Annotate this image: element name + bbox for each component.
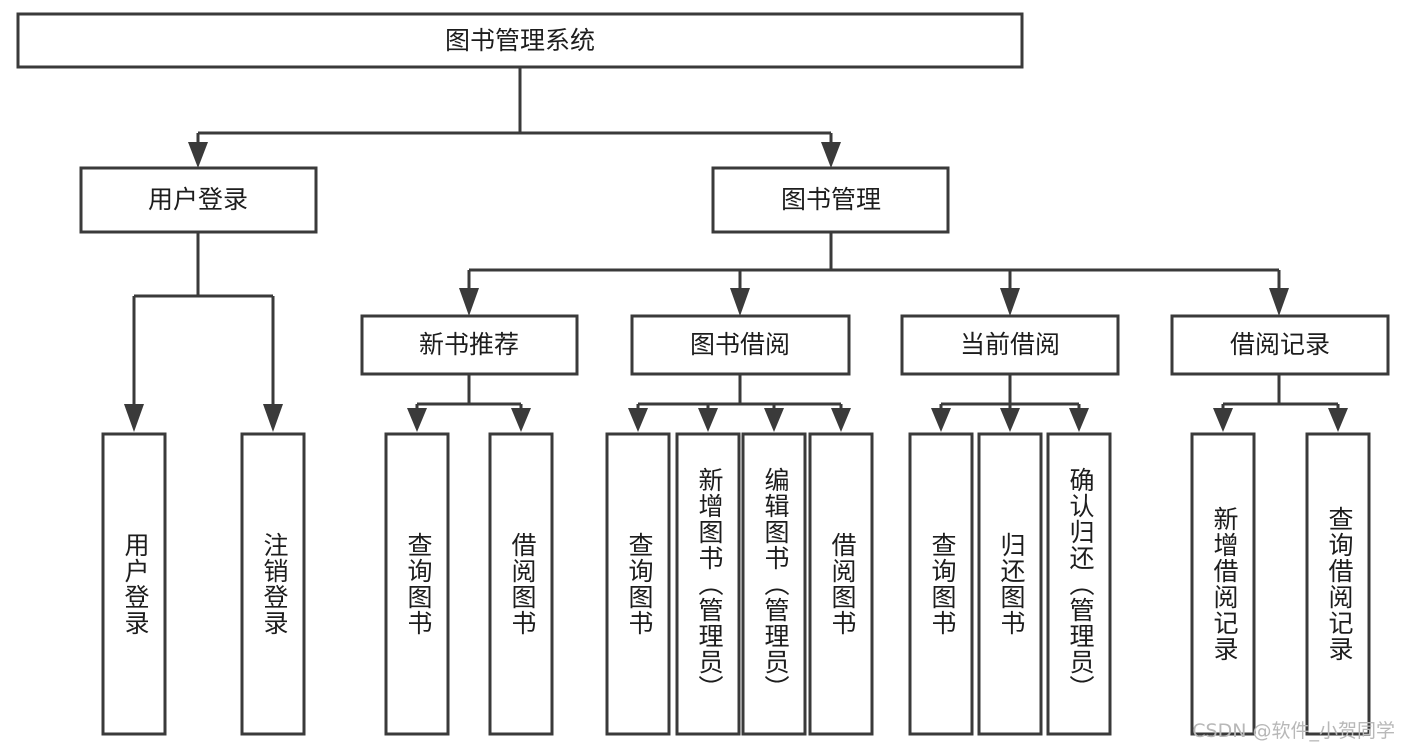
arrow-head-book-manage (821, 142, 841, 168)
arrow-head-leaf-query-book-1 (407, 408, 427, 432)
node-leaf-confirm-return-box[interactable] (1046, 432, 1112, 736)
connector-layer (124, 67, 1348, 432)
node-current-borrow-box[interactable] (900, 314, 1120, 376)
node-leaf-edit-book-label: 编辑图书（管理员） (761, 467, 790, 701)
arrow-head-leaf-return-book (1000, 408, 1020, 432)
node-leaf-logout-login-label: 注销登录 (260, 532, 289, 636)
node-root[interactable]: 图书管理系统 (16, 12, 1024, 69)
node-leaf-query-record-label: 查询借阅记录 (1325, 506, 1354, 662)
arrow-head-leaf-add-book (698, 408, 718, 432)
arrow-head-leaf-query-book-3 (931, 408, 951, 432)
node-leaf-edit-book[interactable]: 编辑图书（管理员） (741, 432, 807, 736)
arrow-head-book-borrow (730, 288, 750, 316)
node-leaf-confirm-return[interactable]: 确认归还（管理员） (1046, 432, 1112, 736)
node-leaf-query-book-3-box[interactable] (908, 432, 974, 736)
node-leaf-return-book-box[interactable] (977, 432, 1043, 736)
node-leaf-borrow-book-2-box[interactable] (808, 432, 874, 736)
node-new-book-recommend-box[interactable] (360, 314, 579, 376)
node-leaf-query-book-1[interactable]: 查询图书 (384, 432, 450, 736)
arrow-head-leaf-add-record (1213, 408, 1233, 432)
arrow-head-leaf-borrow-book-1 (511, 408, 531, 432)
node-leaf-edit-book-box[interactable] (741, 432, 807, 736)
node-book-borrow-label: 图书借阅 (690, 330, 790, 359)
node-leaf-add-book[interactable]: 新增图书（管理员） (675, 432, 741, 736)
node-root-box[interactable] (16, 12, 1024, 69)
node-leaf-user-login-label: 用户登录 (121, 532, 150, 636)
node-book-manage-label: 图书管理 (781, 185, 881, 214)
node-leaf-borrow-book-2-label: 借阅图书 (828, 532, 857, 636)
node-borrow-record[interactable]: 借阅记录 (1170, 314, 1390, 376)
node-leaf-query-book-1-label: 查询图书 (404, 532, 433, 636)
node-leaf-query-record[interactable]: 查询借阅记录 (1305, 432, 1371, 736)
arrow-head-leaf-user-login (124, 404, 144, 432)
node-leaf-query-book-2-label: 查询图书 (625, 532, 654, 636)
node-leaf-logout-login-box[interactable] (240, 432, 306, 736)
node-leaf-add-record-box[interactable] (1190, 432, 1256, 736)
node-leaf-logout-login[interactable]: 注销登录 (240, 432, 306, 736)
node-leaf-query-record-box[interactable] (1305, 432, 1371, 736)
node-leaf-return-book-label: 归还图书 (997, 532, 1026, 636)
node-new-book-recommend[interactable]: 新书推荐 (360, 314, 579, 376)
node-leaf-user-login-box[interactable] (101, 432, 167, 736)
arrow-head-leaf-borrow-book-2 (831, 408, 851, 432)
arrow-head-leaf-query-record (1328, 408, 1348, 432)
node-book-manage[interactable]: 图书管理 (711, 166, 950, 234)
node-leaf-add-book-box[interactable] (675, 432, 741, 736)
node-leaf-query-book-3-label: 查询图书 (928, 532, 957, 636)
arrow-head-leaf-query-book-2 (628, 408, 648, 432)
node-borrow-record-label: 借阅记录 (1230, 330, 1330, 359)
node-new-book-recommend-label: 新书推荐 (419, 330, 519, 359)
node-leaf-borrow-book-2[interactable]: 借阅图书 (808, 432, 874, 736)
node-current-borrow-label: 当前借阅 (960, 330, 1060, 359)
node-user-login[interactable]: 用户登录 (79, 166, 318, 234)
arrow-head-leaf-confirm-return (1069, 408, 1089, 432)
node-current-borrow[interactable]: 当前借阅 (900, 314, 1120, 376)
arrow-head-leaf-edit-book (764, 408, 784, 432)
node-leaf-confirm-return-label: 确认归还（管理员） (1066, 467, 1095, 701)
node-book-manage-box[interactable] (711, 166, 950, 234)
node-user-login-label: 用户登录 (148, 185, 248, 214)
node-leaf-user-login[interactable]: 用户登录 (101, 432, 167, 736)
node-root-label: 图书管理系统 (445, 26, 595, 55)
arrow-head-current-borrow (1000, 288, 1020, 316)
node-leaf-borrow-book-1[interactable]: 借阅图书 (488, 432, 554, 736)
node-user-login-box[interactable] (79, 166, 318, 234)
node-leaf-borrow-book-1-label: 借阅图书 (508, 532, 537, 636)
arrow-head-new-book-recommend (459, 288, 479, 316)
node-book-borrow[interactable]: 图书借阅 (630, 314, 851, 376)
node-leaf-add-record-label: 新增借阅记录 (1210, 506, 1239, 662)
node-book-borrow-box[interactable] (630, 314, 851, 376)
arrow-head-borrow-record (1269, 288, 1289, 316)
node-leaf-query-book-2[interactable]: 查询图书 (605, 432, 671, 736)
node-leaf-return-book[interactable]: 归还图书 (977, 432, 1043, 736)
node-leaf-query-book-2-box[interactable] (605, 432, 671, 736)
node-leaf-borrow-book-1-box[interactable] (488, 432, 554, 736)
node-leaf-add-record[interactable]: 新增借阅记录 (1190, 432, 1256, 736)
node-leaf-add-book-label: 新增图书（管理员） (695, 467, 724, 701)
node-leaf-query-book-3[interactable]: 查询图书 (908, 432, 974, 736)
arrow-head-user-login (188, 142, 208, 168)
node-leaf-query-book-1-box[interactable] (384, 432, 450, 736)
node-borrow-record-box[interactable] (1170, 314, 1390, 376)
arrow-head-leaf-logout-login (263, 404, 283, 432)
